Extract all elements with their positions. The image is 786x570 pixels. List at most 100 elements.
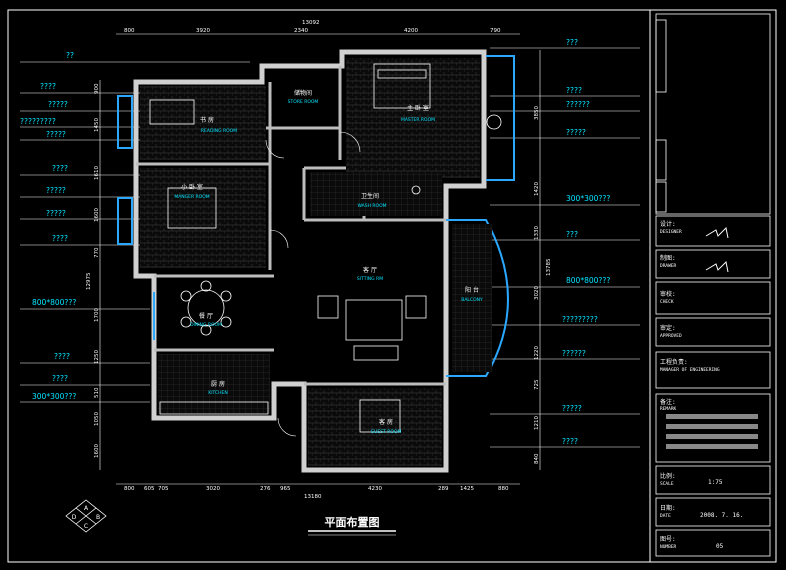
note-left: ????? (46, 130, 66, 139)
reading-bay-window (117, 95, 133, 149)
tb-remark-cn: 备注: (660, 398, 676, 406)
room-label-cn: 主 卧 室 (407, 104, 429, 112)
dim-left: 1050 (94, 412, 100, 426)
notes-left: ?? ???? ????? ????????? ????? ???? ?????… (20, 51, 76, 401)
compass-letter: B (96, 514, 100, 521)
dim-bottom: 880 (498, 486, 509, 492)
compass-letters: A B C D (72, 505, 100, 530)
drawer-signature (705, 260, 729, 273)
note-right: ??? (566, 230, 578, 239)
tb-date-en: DATE (660, 513, 671, 519)
note-right: ??? (566, 38, 578, 47)
dim-total-left: 12975 (86, 272, 92, 290)
compass-letter: A (84, 505, 89, 512)
room-labels: 书 房 READING ROOM 储物间 STORE ROOM 主 卧 室 MA… (174, 89, 483, 435)
dim-left: 1600 (94, 444, 100, 458)
note-right: ????????? (562, 315, 598, 324)
room-label-en: BALCONY (461, 297, 483, 303)
room-label-en: DINING ROOM (190, 322, 222, 328)
dim-left: 1700 (94, 308, 100, 322)
room-label-cn: 餐 厅 (199, 312, 213, 320)
dim-total-right: 13785 (546, 258, 552, 276)
tb-number-cn: 图号: (660, 536, 676, 543)
master-bay-window (486, 55, 515, 181)
drawing-title: 平面布置图 (325, 515, 380, 529)
note-left: ?? (66, 51, 74, 60)
note-left: ????? (46, 186, 66, 195)
tb-date-value: 2008. 7. 16. (700, 512, 743, 519)
note-left: 800*800??? (32, 298, 76, 307)
dimension-lines (99, 33, 541, 485)
dim-left: 1610 (94, 166, 100, 180)
dim-left: 1600 (94, 208, 100, 222)
dim-right: 840 (534, 453, 540, 464)
room-label-en: KITCHEN (208, 390, 228, 396)
tb-number-value: 05 (716, 543, 724, 550)
tb-scale-value: 1:75 (708, 479, 723, 486)
dim-bottom: 1425 (460, 486, 474, 492)
note-right: ???? (566, 86, 582, 95)
tb-number-en: NUMBER (660, 544, 677, 550)
tb-scale-cn: 比例: (660, 472, 676, 480)
toilet (411, 185, 421, 195)
note-right: ????? (562, 404, 582, 413)
dim-total-bottom: 13180 (304, 494, 322, 500)
tb-designer-cn: 设计: (660, 220, 676, 228)
room-label-en: STORE ROOM (288, 99, 319, 105)
notes-right: ??? ???? ?????? ????? 300*300??? ??? 800… (562, 38, 610, 446)
dim-left: 510 (94, 387, 100, 398)
dim-bottom: 276 (260, 486, 271, 492)
tb-manager-cn: 工程负责: (660, 358, 688, 366)
dim-right: 1220 (534, 346, 540, 360)
tub (486, 114, 502, 130)
dim-top: 800 (124, 28, 135, 34)
room-label-cn: 储物间 (294, 89, 312, 97)
dining-table (187, 289, 225, 327)
dim-right: 1330 (534, 226, 540, 240)
guest-room-bed (359, 399, 401, 433)
tb-drawer-cn: 制图: (660, 254, 676, 262)
tb-checker-cn: 审校: (660, 290, 676, 298)
tb-designer-en: DESIGNER (660, 229, 682, 235)
dimension-labels-vertical: 900 1450 1610 1600 770 1700 1250 510 105… (86, 83, 552, 464)
dim-left: 1450 (94, 118, 100, 132)
note-right: ?????? (566, 100, 590, 109)
dim-bottom: 289 (438, 486, 449, 492)
note-left: ???? (52, 374, 68, 383)
room-label-cn: 小 卧 室 (181, 183, 203, 191)
room-label-en: MANGER ROOM (174, 194, 209, 200)
remark-bars (666, 414, 758, 449)
dim-top: 2340 (294, 28, 308, 34)
dim-right: 725 (534, 379, 540, 390)
room-label-en: GUEST ROOM (371, 429, 402, 435)
sofa-right (405, 295, 427, 319)
room-label-cn: 书 房 (200, 116, 214, 124)
tb-drawer-en: DRAWER (660, 263, 677, 269)
note-left: ???? (52, 164, 68, 173)
coffee-table-rug (345, 299, 403, 341)
tb-manager-en: MANAGER OF ENGINEERING (660, 367, 720, 373)
room-label-en: WASH ROOM (357, 203, 386, 209)
note-left: ????? (48, 100, 68, 109)
compass-letter: D (72, 514, 77, 521)
note-left: ???? (54, 352, 70, 361)
dim-bottom: 3020 (206, 486, 220, 492)
dim-bottom: 605 (144, 486, 155, 492)
room-label-en: READING ROOM (201, 128, 237, 134)
dim-left: 1250 (94, 350, 100, 364)
dim-right: 1420 (534, 182, 540, 196)
note-left: 300*300??? (32, 392, 76, 401)
title-block (655, 13, 771, 557)
note-left: ????????? (20, 117, 56, 126)
note-right: 800*800??? (566, 276, 610, 285)
note-left: ???? (40, 82, 56, 91)
note-right: ????? (566, 128, 586, 137)
dim-bottom: 4230 (368, 486, 382, 492)
doors (265, 131, 361, 437)
tb-approved-cn: 审定: (660, 324, 676, 332)
room-label-en: MASTER ROOM (401, 117, 435, 123)
dim-total-top: 13092 (302, 20, 320, 26)
sofa-left (317, 295, 339, 319)
dim-top: 3920 (196, 28, 210, 34)
room-label-cn: 客 厅 (363, 266, 377, 274)
